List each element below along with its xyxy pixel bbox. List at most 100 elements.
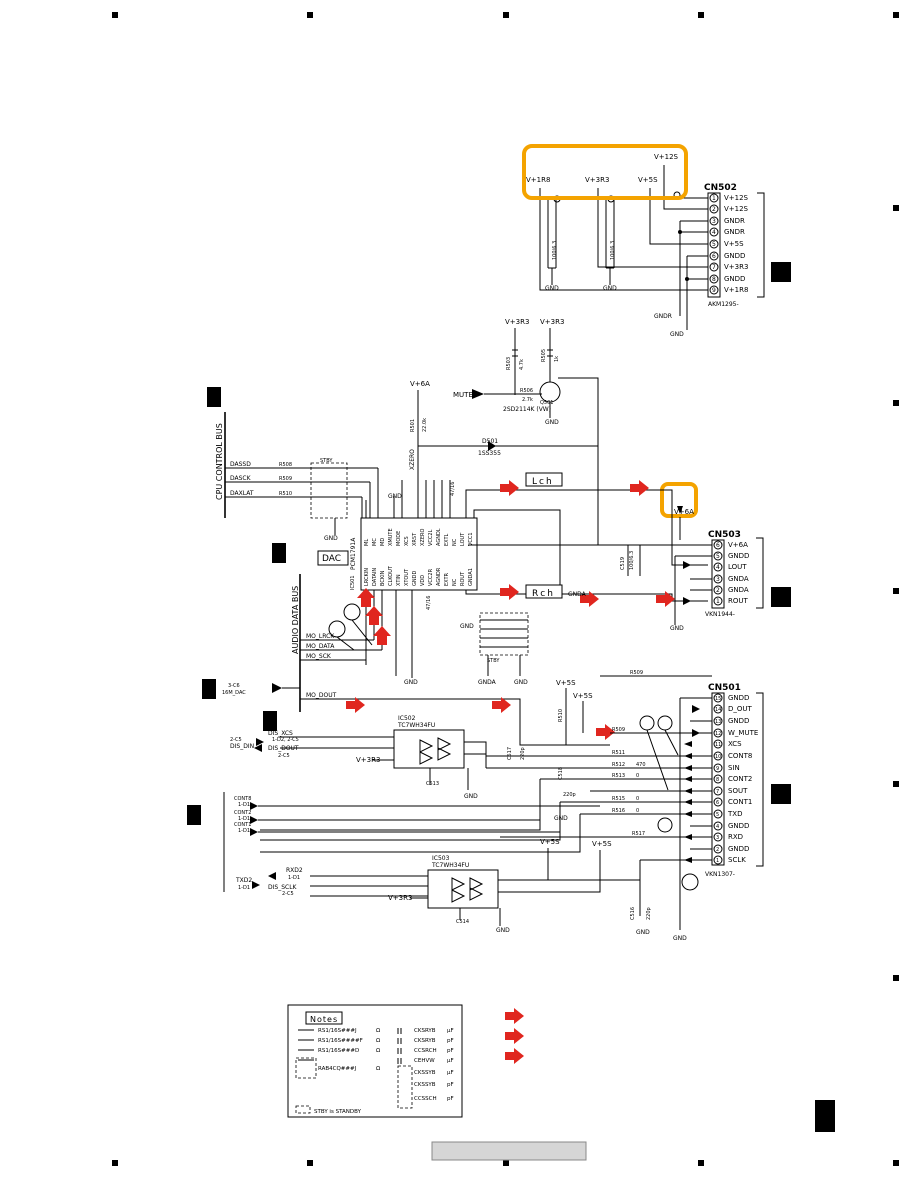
svg-text:STBY is STANDBY: STBY is STANDBY — [314, 1109, 362, 1115]
svg-text:R501: R501 — [410, 419, 416, 432]
cn502-pin-name: GNDD — [724, 252, 745, 260]
cn503-pin-name: LOUT — [728, 563, 747, 571]
cn502-pin-name: GNDD — [724, 275, 745, 283]
cn501-pin-name: GNDD — [728, 694, 749, 702]
svg-text:GND: GND — [673, 935, 687, 942]
svg-text:R513: R513 — [612, 773, 625, 779]
audio-flow-arrow — [596, 724, 615, 740]
svg-text:CKSSYB: CKSSYB — [414, 1082, 436, 1088]
svg-text:GND: GND — [324, 535, 338, 542]
svg-text:4: 4 — [712, 229, 716, 236]
svg-text:Ω: Ω — [376, 1066, 380, 1072]
svg-text:R506: R506 — [520, 388, 533, 394]
svg-text:V+3R3: V+3R3 — [505, 318, 529, 326]
svg-text:2-C5: 2-C5 — [230, 737, 242, 743]
svg-text:DAXLAT: DAXLAT — [230, 490, 254, 497]
svg-text:0: 0 — [636, 796, 639, 802]
svg-text:470: 470 — [636, 762, 646, 768]
legend-arrow — [505, 1048, 524, 1064]
cn503-pin-name: GNDD — [728, 552, 749, 560]
svg-text:Q501: Q501 — [540, 400, 553, 406]
svg-text:XTOUT: XTOUT — [404, 568, 410, 586]
svg-text:V+5S: V+5S — [573, 692, 593, 700]
svg-text:GND: GND — [404, 679, 418, 686]
mute-circuit: V+3R3 V+3R3 R503 4.7k R505 1k MUTE R506 … — [453, 318, 599, 540]
dac-supply: V+6A R501 22.0k XZERO D501 1SS355 — [409, 380, 598, 520]
svg-text:μF: μF — [447, 1028, 454, 1034]
cn503-pin-name: GNDA — [728, 575, 749, 583]
svg-text:C514: C514 — [456, 919, 469, 925]
cpu-control-bus: CPU CONTROL BUS DASSD DASCK DAXLAT R508 … — [215, 412, 378, 542]
svg-text:MO_LRCK: MO_LRCK — [306, 633, 335, 640]
svg-text:0: 0 — [636, 808, 639, 814]
svg-text:1-D1: 1-D1 — [238, 828, 250, 834]
svg-text:2: 2 — [716, 587, 720, 594]
cn502-pin-name: V+12S — [724, 205, 749, 213]
svg-text:MD: MD — [380, 538, 386, 546]
cn501-pin-name: SIN — [728, 764, 740, 772]
svg-text:CKSSYB: CKSSYB — [414, 1070, 436, 1076]
svg-text:R516: R516 — [612, 808, 625, 814]
svg-text:9: 9 — [712, 287, 716, 294]
svg-text:GND: GND — [670, 625, 684, 632]
svg-text:TXD2: TXD2 — [235, 877, 252, 884]
svg-text:VCC2L: VCC2L — [428, 529, 434, 546]
cn502-wiring: V+1R8 V+3R3 V+5S V+12S GND GND GNDR GND … — [526, 153, 708, 338]
svg-text:7: 7 — [712, 264, 716, 271]
cn501-pin-name: SOUT — [728, 787, 748, 795]
svg-text:R517: R517 — [632, 831, 645, 837]
svg-text:12: 12 — [715, 731, 721, 737]
legend-arrow — [505, 1028, 524, 1044]
svg-text:GNDR: GNDR — [654, 313, 672, 320]
svg-text:pF: pF — [447, 1048, 454, 1054]
svg-text:VKN1944-: VKN1944- — [705, 611, 735, 618]
cn503-pin-name: V+6A — [728, 541, 748, 549]
svg-text:RS1/16S###D: RS1/16S###D — [318, 1048, 359, 1054]
svg-text:11: 11 — [715, 742, 721, 748]
svg-text:pF: pF — [447, 1096, 454, 1102]
svg-text:R509: R509 — [630, 670, 643, 676]
svg-text:5: 5 — [716, 812, 719, 818]
audio-flow-arrow — [346, 697, 365, 713]
svg-text:13: 13 — [715, 719, 721, 725]
svg-text:pF: pF — [447, 1038, 454, 1044]
svg-text:3: 3 — [716, 835, 719, 841]
cn501-pin-name: D_OUT — [728, 705, 753, 713]
svg-text:GND: GND — [460, 623, 474, 630]
svg-text:MO_DOUT: MO_DOUT — [306, 692, 337, 699]
cn503-pin-name: ROUT — [728, 597, 748, 605]
audio-flow-arrow — [492, 697, 511, 713]
svg-text:V+5S: V+5S — [592, 840, 612, 848]
cn501-connector: CN501 15 14 13 12 11 10 9 8 7 6 5 4 3 2 … — [600, 670, 764, 942]
cn501-signal-wires: R511 R512 470 R513 0 R515 0 R516 0 R517 … — [260, 679, 712, 936]
svg-text:9: 9 — [716, 766, 719, 772]
svg-text:6: 6 — [716, 800, 719, 806]
svg-text:LOUT: LOUT — [460, 532, 466, 546]
svg-text:MODE: MODE — [396, 531, 402, 546]
svg-text:V+5S: V+5S — [540, 838, 560, 846]
audio-flow-arrow — [365, 606, 383, 625]
cn501-pin-name: TXD — [727, 810, 742, 818]
svg-text:1-D1: 1-D1 — [288, 875, 300, 881]
svg-text:Ω: Ω — [376, 1038, 380, 1044]
svg-text:CEHVW: CEHVW — [414, 1058, 435, 1064]
svg-text:R505: R505 — [541, 349, 547, 362]
svg-text:R511: R511 — [612, 750, 625, 756]
lch-flow-arrow — [500, 480, 519, 496]
svg-text:1: 1 — [716, 598, 720, 605]
notes-title: Notes — [310, 1015, 338, 1024]
svg-text:16M_DAC: 16M_DAC — [222, 690, 246, 696]
svg-text:CLKOUT: CLKOUT — [388, 565, 394, 586]
svg-text:IC503: IC503 — [432, 855, 450, 862]
svg-text:VKN1307-: VKN1307- — [705, 871, 735, 878]
svg-text:5: 5 — [712, 241, 716, 248]
svg-text:STBY: STBY — [320, 458, 333, 464]
svg-text:DASSD: DASSD — [230, 461, 251, 468]
svg-text:GND: GND — [464, 793, 478, 800]
cn502-pin-name: V+12S — [724, 194, 749, 202]
legend-arrow — [505, 1008, 524, 1024]
svg-text:GND: GND — [545, 285, 559, 292]
svg-text:CONT8: CONT8 — [234, 796, 251, 802]
cn502-pin-name: GNDR — [724, 217, 745, 225]
cn501-pin-name: RXD — [728, 833, 743, 841]
